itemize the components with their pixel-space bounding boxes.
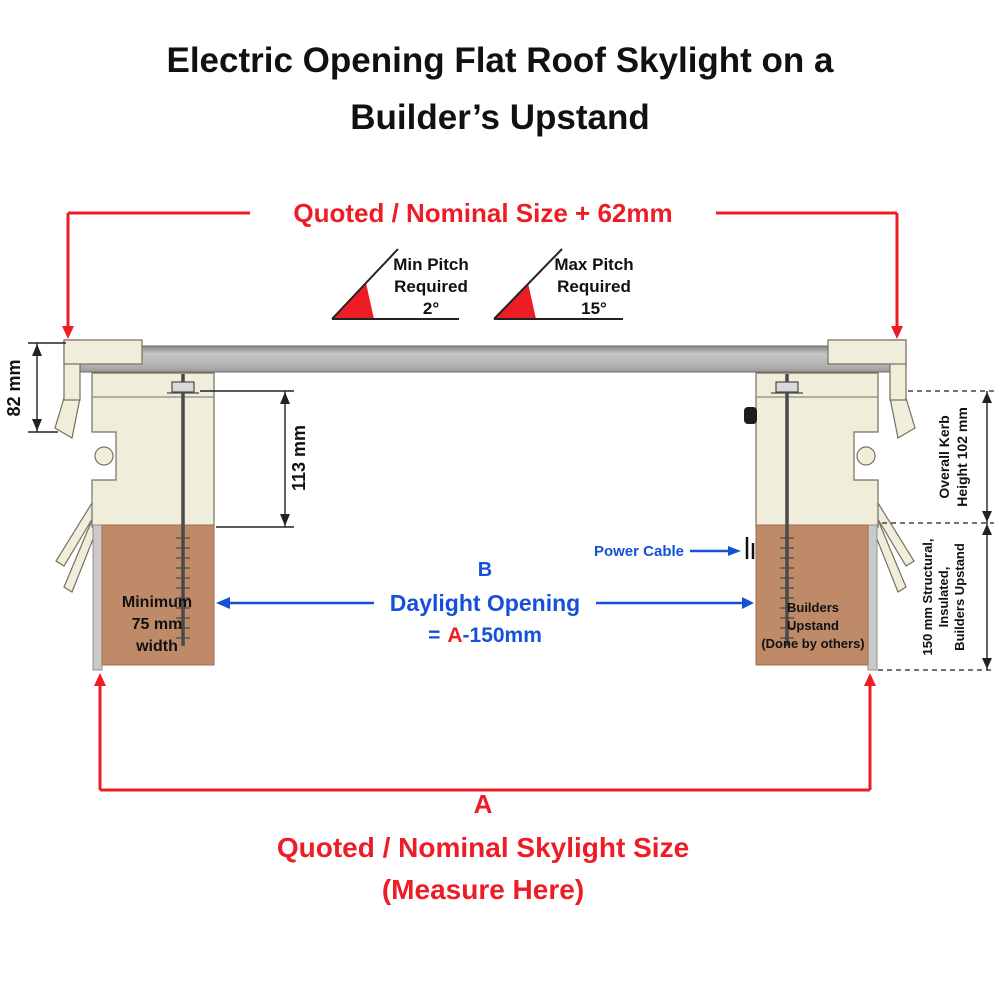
arrow-down-icon bbox=[32, 419, 42, 431]
min-pitch-label2: Required bbox=[394, 277, 468, 296]
bolt-nut bbox=[171, 381, 195, 393]
builders-upstand-label3: (Done by others) bbox=[761, 636, 864, 651]
arrow-right-icon bbox=[728, 546, 741, 556]
page-title-line1: Electric Opening Flat Roof Skylight on a bbox=[166, 41, 834, 80]
overall-kerb-dimension: Overall Kerb Height 102 mm bbox=[882, 390, 994, 524]
max-pitch-slope bbox=[493, 248, 563, 320]
frame-height-dimension: 82 mm bbox=[4, 342, 66, 433]
daylight-eq-suffix: -150mm bbox=[463, 624, 542, 647]
page-title-line2: Builder’s Upstand bbox=[350, 98, 649, 137]
cap-top bbox=[63, 339, 143, 365]
min-width-label1: Minimum bbox=[122, 594, 192, 611]
arrow-up-icon bbox=[982, 392, 992, 403]
hinge-roller bbox=[94, 446, 114, 466]
arrow-left-icon bbox=[216, 597, 230, 609]
right-upstand-label: Builders Upstand (Done by others) bbox=[761, 600, 864, 651]
arrow-down-icon bbox=[62, 326, 74, 339]
upstand-spec-label1: 150 mm Structural, bbox=[920, 538, 935, 655]
left-upstand-label: Minimum 75 mm width bbox=[122, 594, 192, 655]
kerb-inner-dimension: 113 mm bbox=[200, 390, 309, 528]
max-pitch-value: 15° bbox=[581, 299, 607, 318]
top-dimension-label: Quoted / Nominal Size + 62mm bbox=[293, 198, 672, 228]
bottom-dim-label1: Quoted / Nominal Skylight Size bbox=[277, 832, 689, 863]
left-frame-assembly bbox=[54, 339, 215, 671]
bottom-dim-label2: (Measure Here) bbox=[382, 874, 584, 905]
max-pitch-indicator: Max Pitch Required 15° bbox=[493, 248, 634, 320]
arrow-up-icon bbox=[32, 344, 42, 356]
min-pitch-indicator: Min Pitch Required 2° bbox=[331, 248, 469, 320]
min-width-label2: 75 mm bbox=[132, 616, 183, 633]
daylight-eq-a: A bbox=[447, 624, 462, 647]
top-dimension: Quoted / Nominal Size + 62mm bbox=[62, 198, 903, 339]
daylight-eq-prefix: = bbox=[428, 624, 440, 647]
min-width-label3: width bbox=[135, 638, 178, 655]
arrow-down-icon bbox=[982, 511, 992, 522]
upstand-spec-label2: Insulated, bbox=[936, 567, 951, 628]
builders-upstand-label1: Builders bbox=[787, 600, 839, 615]
power-cable-label: Power Cable bbox=[594, 543, 684, 560]
bottom-dim-letter: A bbox=[474, 789, 493, 819]
upstand-dimension: 150 mm Structural, Insulated, Builders U… bbox=[878, 523, 994, 671]
min-pitch-slope bbox=[331, 248, 399, 320]
upstand-liner bbox=[92, 524, 103, 671]
arrow-down-icon bbox=[891, 326, 903, 339]
min-pitch-label1: Min Pitch bbox=[393, 255, 469, 274]
arrow-up-icon bbox=[864, 673, 876, 686]
arrow-right-icon bbox=[742, 597, 754, 609]
upstand-spec-label3: Builders Upstand bbox=[952, 543, 967, 651]
frame-height-label: 82 mm bbox=[4, 359, 24, 416]
bottom-dimension: A Quoted / Nominal Skylight Size (Measur… bbox=[94, 673, 876, 905]
glazing-panel bbox=[79, 345, 901, 373]
arrow-up-icon bbox=[280, 392, 290, 404]
kerb-inner-label: 113 mm bbox=[289, 425, 309, 491]
flashing-drip bbox=[54, 397, 81, 439]
power-cable-annotation: Power Cable bbox=[594, 543, 741, 560]
daylight-opening-annotation: B Daylight Opening = A-150mm bbox=[216, 559, 754, 647]
daylight-formula: = A-150mm bbox=[428, 624, 542, 647]
bolt-threads bbox=[176, 537, 190, 639]
min-pitch-value: 2° bbox=[423, 299, 439, 318]
daylight-label: Daylight Opening bbox=[390, 590, 580, 616]
daylight-letter: B bbox=[478, 559, 492, 581]
motor-clip bbox=[744, 407, 757, 424]
max-pitch-angle-icon bbox=[494, 283, 536, 319]
builders-upstand-label2: Upstand bbox=[787, 618, 839, 633]
arrow-down-icon bbox=[982, 658, 992, 669]
upstand-block bbox=[101, 524, 215, 666]
max-pitch-label2: Required bbox=[557, 277, 631, 296]
overall-kerb-label2: Height 102 mm bbox=[954, 407, 970, 507]
arrow-up-icon bbox=[94, 673, 106, 686]
overall-kerb-label1: Overall Kerb bbox=[936, 415, 952, 498]
arrow-up-icon bbox=[982, 524, 992, 535]
arrow-down-icon bbox=[280, 514, 290, 526]
min-pitch-angle-icon bbox=[332, 283, 374, 319]
max-pitch-label1: Max Pitch bbox=[554, 255, 633, 274]
